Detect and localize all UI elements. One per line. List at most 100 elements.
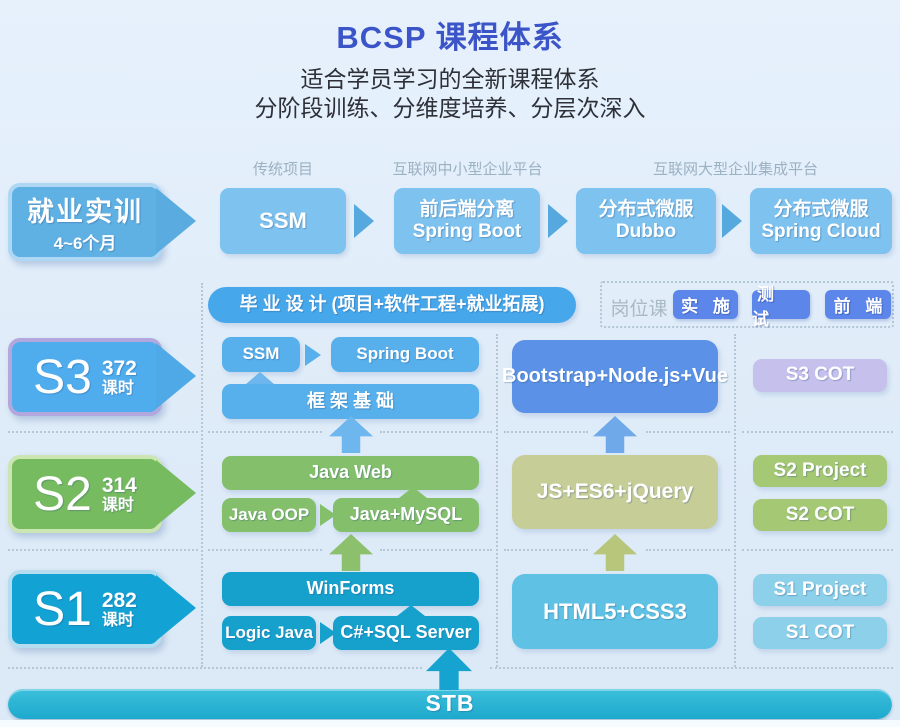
stb-label: STB [425, 690, 475, 717]
stage-badge-s2: S2 314 课时 [8, 455, 162, 533]
s2-box-js-es6-jquery: JS+ES6+jQuery [512, 455, 718, 529]
job-course-label: 岗位课 [610, 299, 668, 320]
s1-logicjava-label: Logic Java [225, 622, 313, 642]
job-badge-frontend: 前 端 [825, 290, 891, 319]
s2-pill-javaweb: Java Web [222, 456, 479, 490]
s3-pill-ssm: SSM [222, 337, 300, 372]
step-springcloud-line2: Spring Cloud [761, 221, 881, 242]
divider-s2-s1 [504, 549, 588, 551]
s1-winforms-label: WinForms [306, 578, 395, 599]
divider-vertical-right [734, 334, 736, 667]
step-springcloud-line1: 分布式微服 [773, 198, 869, 220]
stage-badge-s1: S1 282 课时 [8, 570, 162, 648]
step-springcloud: 分布式微服 Spring Cloud [750, 188, 892, 254]
stage-s2-hours: 314 [101, 473, 137, 497]
divider-s1-stb [490, 667, 893, 669]
step-ssm-label: SSM [259, 208, 307, 234]
s3-ssm-label: SSM [242, 344, 280, 364]
stage-s1-unit: 课时 [101, 611, 134, 629]
divider-s3-s2 [380, 431, 492, 433]
s1-cot-pill: S1 COT [753, 617, 887, 649]
step-arrow-3-icon [722, 204, 742, 238]
page-title: BCSP 课程体系 [336, 20, 564, 55]
s1-to-s2-arrow-icon [329, 534, 373, 571]
s3-pill-springboot: Spring Boot [331, 337, 479, 372]
s1-pill-logicjava: Logic Java [222, 616, 316, 650]
s2-javamysql-label: Java+MySQL [349, 504, 463, 525]
employment-arrow-icon [156, 188, 196, 254]
job-course-dashed-box [600, 281, 894, 328]
divider-vertical-mid [496, 334, 498, 667]
s2-pill-javaoop: Java OOP [222, 498, 316, 532]
s2-javaweb-label: Java Web [309, 462, 392, 483]
stage-s2-unit: 课时 [101, 496, 134, 514]
capstone-pill: 毕 业 设 计 (项目+软件工程+就业拓展) [208, 287, 576, 323]
step-springboot-line1: 前后端分离 [419, 198, 515, 220]
subtitle-line-1: 适合学员学习的全新课程体系 [300, 66, 600, 92]
subtitle-line-2: 分阶段训练、分维度培养、分层次深入 [254, 95, 646, 121]
stage-s2-name: S2 [33, 467, 92, 521]
divider-vertical-left [201, 283, 203, 667]
label-internet-sme-platform: 互联网中小型企业平台 [392, 161, 543, 178]
stage-s2-arrow-icon [156, 460, 196, 526]
s1-box-html5-css3: HTML5+CSS3 [512, 574, 718, 649]
s3-pill-foundation: 框 架 基 础 [222, 384, 479, 419]
stage-s3-unit: 课时 [101, 379, 134, 397]
divider-s3-s2 [646, 431, 730, 433]
s1-csharp-label: C#+SQL Server [340, 622, 472, 643]
s2-cot-pill: S2 COT [753, 499, 887, 531]
step-dubbo: 分布式微服 Dubbo [576, 188, 716, 254]
step-arrow-1-icon [354, 204, 374, 238]
stb-to-s1-arrow-icon [426, 648, 472, 690]
divider-s2-s1 [208, 549, 322, 551]
label-traditional-project: 传统项目 [252, 161, 313, 178]
s2-pill-javamysql: Java+MySQL [333, 498, 479, 532]
s2-to-s3-right-arrow-icon [593, 416, 637, 453]
divider-s2-s1 [8, 549, 198, 551]
s3-arrow-foundation-ssm-icon [246, 372, 274, 384]
divider-s3-s2 [742, 431, 893, 433]
s1-pill-winforms: WinForms [222, 572, 479, 606]
s3-foundation-label: 框 架 基 础 [306, 390, 394, 411]
s3-arrow-ssm-springboot-icon [305, 344, 321, 366]
s2-javaoop-label: Java OOP [228, 504, 310, 524]
divider-s2-s1 [380, 549, 492, 551]
step-springboot: 前后端分离 Spring Boot [394, 188, 540, 254]
stage-s3-name: S3 [33, 350, 92, 404]
divider-s3-s2 [208, 431, 322, 433]
stage-s1-name: S1 [33, 582, 92, 636]
s1-project-label: S1 Project [773, 578, 867, 600]
employment-training-badge: 就业实训 4~6个月 [8, 183, 162, 261]
job-badge-implementation: 实 施 [673, 290, 738, 319]
stage-s1-hours: 282 [101, 588, 137, 612]
step-ssm: SSM [220, 188, 346, 254]
stage-badge-s3: S3 372 课时 [8, 338, 162, 416]
divider-s1-stb [8, 667, 422, 669]
s3-cot-label: S3 COT [785, 364, 855, 386]
s2-arrow-mysql-javaweb-icon [399, 487, 427, 498]
step-dubbo-line1: 分布式微服 [598, 198, 694, 220]
bottom-strip [0, 720, 900, 727]
employment-badge-title: 就业实训 [27, 197, 143, 227]
s1-arrow-csharp-winforms-icon [397, 605, 425, 616]
stage-s3-arrow-icon [156, 343, 196, 409]
s2-project-pill: S2 Project [753, 455, 887, 487]
employment-badge-subtitle: 4~6个月 [53, 234, 117, 253]
s1-project-pill: S1 Project [753, 574, 887, 606]
label-internet-large-platform: 互联网大型企业集成平台 [652, 161, 818, 178]
stb-bar: STB [8, 689, 892, 719]
divider-s3-s2 [504, 431, 588, 433]
capstone-label: 毕 业 设 计 (项目+软件工程+就业拓展) [239, 294, 545, 315]
s3-box-bootstrap-node-vue: Bootstrap+Node.js+Vue [502, 340, 728, 413]
s1-box-label: HTML5+CSS3 [543, 598, 687, 624]
s3-springboot-label: Spring Boot [356, 344, 454, 364]
step-springboot-line2: Spring Boot [412, 221, 522, 242]
step-arrow-2-icon [548, 204, 568, 238]
s2-cot-label: S2 COT [785, 503, 855, 525]
step-dubbo-line2: Dubbo [615, 221, 677, 242]
s1-cot-label: S1 COT [785, 621, 855, 643]
job-badge-testing: 测 试 [752, 285, 810, 329]
s2-box-label: JS+ES6+jQuery [536, 479, 694, 503]
stage-s3-hours: 372 [101, 356, 137, 380]
